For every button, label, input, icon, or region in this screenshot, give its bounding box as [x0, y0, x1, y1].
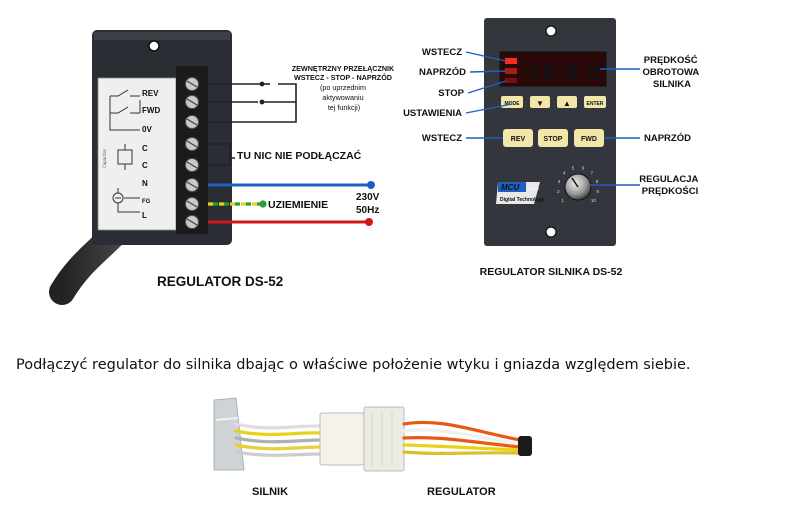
- screw-slot: [186, 218, 198, 226]
- knob-pointer: [571, 177, 579, 188]
- mounting-hole: [148, 40, 160, 52]
- screw-slot: [186, 181, 198, 189]
- callout-speed: PRĘDKOŚĆ OBROTOWA SILNIKA: [642, 54, 701, 90]
- regulator-wires: [402, 420, 522, 455]
- terminal-label-fg: FG: [142, 199, 151, 205]
- terminal-label-rev: REV: [142, 89, 159, 98]
- callout-naprzod-led: NAPRZÓD: [419, 66, 466, 78]
- screw-slot: [186, 118, 198, 126]
- mcu-badge-sub: Inside: [527, 186, 539, 191]
- capacitor-symbol: [117, 144, 133, 170]
- terminal-label-c1: C: [142, 144, 148, 153]
- callout-naprzod-btn: NAPRZÓD: [644, 132, 691, 144]
- panel-hole-top: [545, 25, 557, 37]
- callout-speed-regulation: REGULACJA PRĘDKOŚCI: [639, 174, 700, 197]
- enter-button-label: ENTER: [587, 101, 604, 107]
- led-fwd-indicator: [505, 68, 517, 74]
- dial-mark: 1: [561, 198, 564, 203]
- dial-mark: 8: [596, 179, 599, 184]
- dial-mark: 5: [572, 166, 575, 171]
- regulator-cable-end: [518, 436, 532, 456]
- screw-slot: [186, 98, 198, 106]
- panel-hole-bottom: [545, 226, 557, 238]
- screw-slot: [186, 80, 198, 88]
- callout-stop-led: STOP: [438, 88, 464, 99]
- dial-mark: 10: [591, 198, 597, 203]
- callout-wstecz-led: WSTECZ: [422, 47, 462, 58]
- stop-button[interactable]: [538, 129, 568, 147]
- fwd-button[interactable]: [574, 129, 604, 147]
- instruction-text: Podłączyć regulator do silnika dbając o …: [16, 357, 691, 373]
- ground-symbol: [112, 188, 140, 213]
- callout-ustawienia: USTAWIENIA: [403, 108, 462, 119]
- right-regulator: 18.8.8 MODE ▼ ▲ ENTER REV STOP FWD MCU I…: [403, 18, 701, 278]
- dial-mark: 7: [590, 170, 593, 175]
- led-display: [499, 51, 607, 87]
- terminal-label-l: L: [142, 211, 147, 220]
- connector-illustration: SILNIK REGULATOR: [213, 397, 532, 498]
- enter-button[interactable]: [584, 96, 606, 108]
- mode-button-label: MODE: [505, 101, 521, 107]
- ground-label: UZIEMIENIE: [268, 199, 328, 211]
- switch-wires: [208, 83, 297, 123]
- socket: [363, 406, 405, 472]
- screw-slot: [186, 200, 198, 208]
- capacitor-bracket: [208, 143, 235, 159]
- display-value: 18.8.8: [528, 60, 601, 85]
- terminal-label-fwd: FWD: [142, 106, 160, 115]
- fwd-button-label: FWD: [581, 136, 597, 143]
- regulator-label: REGULATOR: [427, 486, 496, 498]
- screw-slot: [186, 140, 198, 148]
- dial-mark: 9: [596, 189, 599, 194]
- terminal-screws: [185, 77, 199, 229]
- dial-mark: 6: [582, 166, 585, 171]
- left-regulator: Capacitor REV FWD 0V C C N FG L: [49, 30, 397, 305]
- plug: [319, 412, 365, 466]
- rev-button[interactable]: [503, 129, 533, 147]
- do-not-connect-label: TU NIC NIE PODŁĄCZAĆ: [237, 149, 362, 162]
- up-button[interactable]: [557, 96, 577, 108]
- mcu-badge-text: MCU: [501, 183, 519, 192]
- dial-mark: 2: [557, 189, 560, 194]
- external-switch-note: ZEWNĘTRZNY PRZEŁĄCZNIK WSTECZ - STOP - N…: [292, 64, 397, 112]
- up-icon: ▲: [563, 99, 571, 108]
- motor-cable-sleeve: [213, 397, 245, 471]
- callout-lines: [465, 51, 640, 186]
- motor-label: SILNIK: [252, 486, 288, 498]
- capacitor-side-label: Capacitor: [102, 148, 107, 168]
- callout-wstecz-btn: WSTECZ: [422, 133, 462, 144]
- frequency-label: 50Hz: [356, 205, 379, 216]
- screw-slot: [186, 161, 198, 169]
- dial-mark: 4: [563, 170, 566, 175]
- switch-symbol: [109, 89, 141, 131]
- dial-mark: 3: [558, 179, 561, 184]
- voltage-label: 230V: [356, 192, 380, 203]
- motor-wires: [234, 422, 324, 457]
- right-diagram-title: REGULATOR SILNIKA DS-52: [480, 266, 623, 278]
- stop-button-label: STOP: [544, 136, 563, 143]
- terminal-label-n: N: [142, 179, 148, 188]
- terminal-label-c2: C: [142, 161, 148, 170]
- down-button[interactable]: [530, 96, 550, 108]
- left-diagram-title: REGULATOR DS-52: [157, 274, 283, 289]
- brand-label: Digital Technology: [500, 197, 545, 203]
- label-plate: [97, 77, 177, 231]
- led-rev-indicator: [505, 58, 517, 64]
- down-icon: ▼: [536, 99, 544, 108]
- led-stop-indicator: [505, 78, 517, 83]
- terminal-label-0v: 0V: [142, 125, 152, 134]
- rev-button-label: REV: [511, 136, 526, 143]
